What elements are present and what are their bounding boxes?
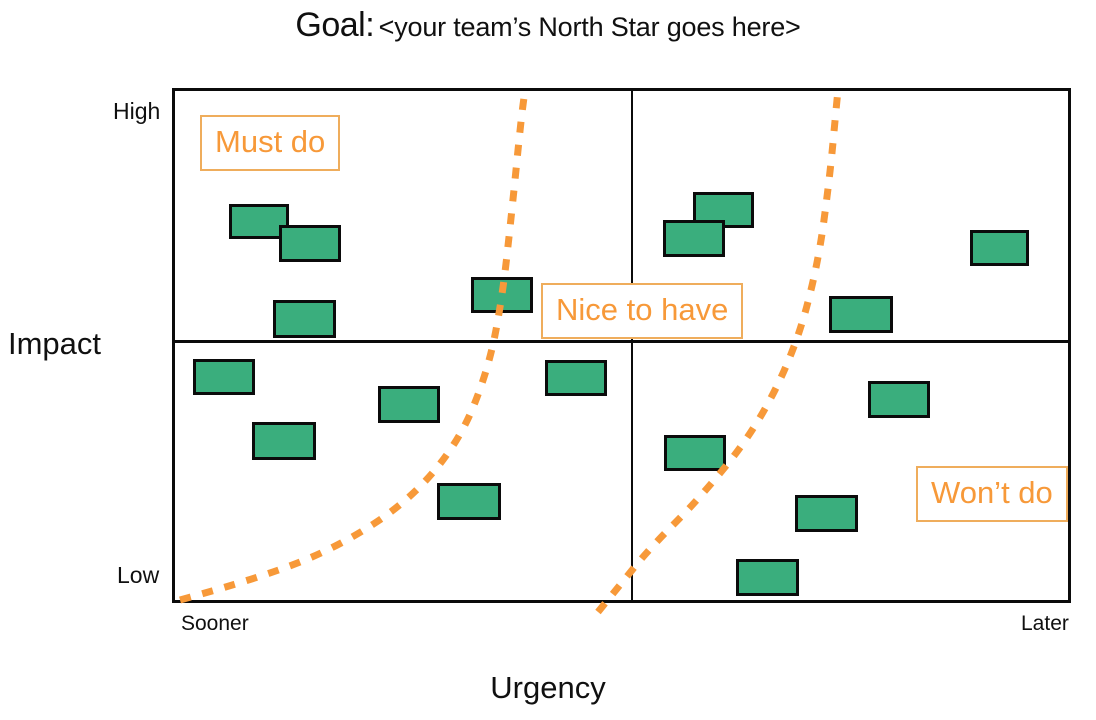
callout-wont-do[interactable]: Won’t do (916, 466, 1068, 522)
sticky-note[interactable] (545, 360, 607, 396)
y-axis-tick-high: High (113, 98, 161, 124)
sticky-note[interactable] (252, 422, 316, 460)
sticky-note[interactable] (868, 381, 930, 418)
sticky-note[interactable] (193, 359, 255, 395)
x-axis-tick-later: Later (1021, 612, 1069, 635)
sticky-note[interactable] (970, 230, 1029, 266)
sticky-note[interactable] (378, 386, 440, 423)
sticky-note[interactable] (663, 220, 725, 257)
sticky-note[interactable] (829, 296, 893, 333)
page-title: Goal: <your team’s North Star goes here> (0, 6, 1096, 45)
sticky-note[interactable] (736, 559, 799, 596)
sticky-note[interactable] (437, 483, 501, 520)
callout-must-do[interactable]: Must do (200, 115, 341, 171)
sticky-note[interactable] (273, 300, 336, 338)
y-axis-label: Impact (8, 326, 102, 361)
x-axis-label: Urgency (490, 670, 606, 705)
sticky-note[interactable] (664, 435, 726, 471)
sticky-note[interactable] (279, 225, 341, 262)
y-axis-tick-low: Low (117, 562, 160, 588)
callout-nice-to-have[interactable]: Nice to have (541, 283, 744, 339)
page-title-rest: <your team’s North Star goes here> (378, 12, 801, 42)
x-axis-tick-sooner: Sooner (181, 612, 249, 635)
quadrant-divider-horizontal (175, 340, 1068, 343)
page-title-prefix: Goal: (295, 6, 375, 44)
sticky-note[interactable] (795, 495, 858, 532)
sticky-note[interactable] (471, 277, 533, 313)
quadrant-divider-vertical (631, 91, 633, 600)
